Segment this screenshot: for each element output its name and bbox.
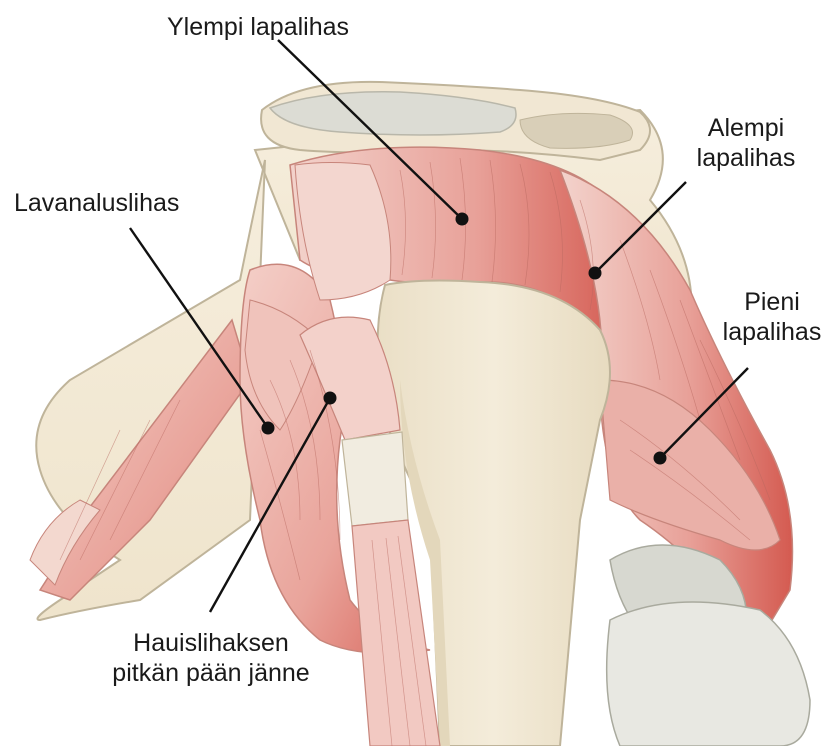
label-alempi-lapalihas: Alempi lapalihas xyxy=(676,113,816,173)
label-pieni-lapalihas: Pieni lapalihas xyxy=(712,287,832,347)
label-ylempi-lapalihas: Ylempi lapalihas xyxy=(138,12,378,42)
label-hauislihaksen-janne: Hauislihaksen pitkän pään jänne xyxy=(86,628,336,688)
label-lavanaluslihas: Lavanaluslihas xyxy=(14,188,179,218)
